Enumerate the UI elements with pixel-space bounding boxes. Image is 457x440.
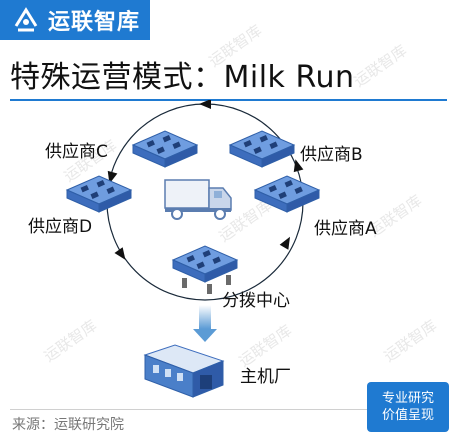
watermark: 运联智库	[350, 41, 411, 91]
pallet-icon	[229, 130, 295, 168]
arrow-icon	[293, 159, 304, 173]
milk-run-diagram	[66, 100, 320, 398]
slogan-badge: 专业研究 价值呈现	[367, 382, 449, 432]
arrow-icon	[114, 247, 126, 260]
logo-icon	[14, 7, 38, 32]
arrow-icon	[279, 236, 290, 250]
badge-line-1: 专业研究	[381, 391, 434, 406]
brand-logo: 运联智库	[0, 0, 150, 40]
pallet-icon	[132, 130, 198, 168]
hub-icon	[172, 245, 238, 294]
brand-name: 运联智库	[48, 10, 141, 35]
supplier-d-label: 供应商D	[28, 217, 93, 237]
footer-divider	[10, 409, 370, 410]
pallet-icon	[66, 175, 132, 213]
plant-label: 主机厂	[240, 367, 291, 387]
supplier-b-label: 供应商B	[300, 145, 363, 165]
supplier-c-label: 供应商C	[45, 142, 108, 162]
arrow-icon	[199, 100, 211, 109]
source-note: 来源：运联研究院	[12, 417, 124, 433]
supplier-a-label: 供应商A	[314, 219, 377, 239]
arrow-icon	[193, 305, 217, 342]
factory-icon	[143, 344, 225, 398]
hub-label: 分拨中心	[222, 291, 290, 311]
badge-line-2: 价值呈现	[381, 408, 434, 423]
page-title: 特殊运营模式：Milk Run	[10, 60, 355, 95]
pallet-icon	[254, 175, 320, 213]
truck-icon	[164, 179, 232, 220]
title-divider	[10, 99, 447, 101]
